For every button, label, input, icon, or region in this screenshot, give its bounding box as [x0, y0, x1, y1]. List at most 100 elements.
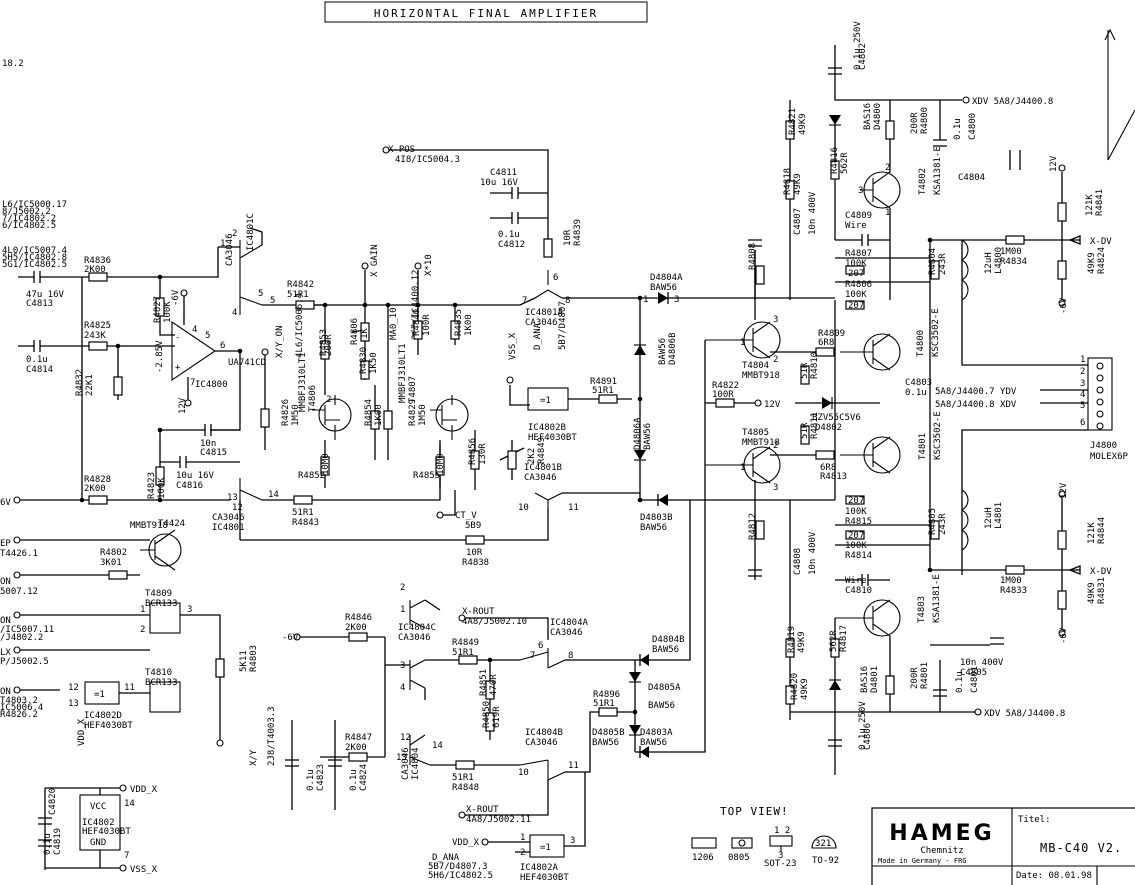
svg-text:MMBFJ310LT1: MMBFJ310LT1 — [398, 343, 408, 403]
svg-text:T4803.2: T4803.2 — [0, 696, 38, 706]
svg-text:100K: 100K — [845, 259, 867, 269]
svg-text:C4801: C4801 — [970, 666, 980, 693]
svg-text:14: 14 — [268, 490, 279, 500]
svg-text:C4823: C4823 — [316, 764, 326, 791]
svg-text:L6/IC5000.17: L6/IC5000.17 — [2, 200, 67, 210]
svg-text:R4819: R4819 — [787, 626, 797, 653]
svg-text:CA3046: CA3046 — [525, 738, 558, 748]
svg-text:22K1: 22K1 — [85, 374, 95, 396]
svg-text:CT_V: CT_V — [455, 511, 477, 521]
svg-text:1K: 1K — [360, 328, 370, 339]
svg-text:R4811: R4811 — [810, 412, 820, 439]
svg-text:R4804: R4804 — [928, 248, 938, 275]
svg-text:3C7/IC4400.12: 3C7/IC4400.12 — [411, 270, 421, 340]
svg-text:MA0_10: MA0_10 — [389, 307, 399, 340]
svg-text:C4824: C4824 — [359, 764, 369, 791]
svg-text:3: 3 — [187, 605, 192, 615]
svg-text:R4839: R4839 — [573, 219, 583, 246]
svg-text:D4806B: D4806B — [668, 332, 678, 365]
svg-text:BCR133: BCR133 — [145, 599, 178, 609]
svg-text:C4813: C4813 — [26, 299, 53, 309]
svg-text:CA3046: CA3046 — [401, 747, 411, 780]
svg-text:Wire: Wire — [845, 221, 867, 231]
svg-text:R4826: R4826 — [281, 399, 291, 426]
svg-text:C4815: C4815 — [200, 448, 227, 458]
svg-text:BAW56: BAW56 — [652, 645, 679, 655]
svg-text:CA3046: CA3046 — [550, 628, 583, 638]
svg-text:IC4802A: IC4802A — [520, 863, 559, 873]
svg-text:10M0: 10M0 — [321, 453, 331, 475]
svg-text:12V: 12V — [1049, 155, 1059, 172]
svg-text:IC4801: IC4801 — [212, 523, 245, 533]
svg-text:TO-92: TO-92 — [812, 856, 839, 866]
svg-text:R4850: R4850 — [482, 701, 492, 728]
svg-text:2K2: 2K2 — [527, 448, 537, 464]
svg-text:5G1/IC4802.5: 5G1/IC4802.5 — [2, 260, 67, 270]
svg-text:49K9: 49K9 — [1087, 582, 1097, 604]
svg-text:7: 7 — [124, 851, 129, 861]
svg-text:R4826.2: R4826.2 — [0, 710, 38, 720]
svg-text:IC4800: IC4800 — [195, 380, 228, 390]
svg-text:130R: 130R — [478, 443, 488, 465]
svg-text:R4814: R4814 — [845, 551, 872, 561]
svg-text:HEF4030BT: HEF4030BT — [520, 873, 569, 883]
svg-text:R4836: R4836 — [84, 256, 111, 266]
svg-text:7: 7 — [522, 296, 527, 306]
svg-text:12V: 12V — [178, 397, 188, 414]
svg-text:R4810: R4810 — [810, 352, 820, 379]
svg-text:10n 400V: 10n 400V — [808, 191, 818, 235]
svg-text:Titel:: Titel: — [1018, 815, 1051, 825]
svg-text:2: 2 — [520, 848, 525, 858]
gain-stage: R4842 51R1 R4853 200R X GAIN R4806 1K R4… — [240, 244, 549, 568]
svg-text:Wire: Wire — [845, 576, 867, 586]
svg-text:R4844: R4844 — [1097, 517, 1107, 544]
svg-text:C4820: C4820 — [48, 788, 58, 815]
svg-text:1M00: 1M00 — [1000, 247, 1022, 257]
svg-text:3: 3 — [674, 295, 679, 305]
svg-text:T4806: T4806 — [308, 385, 318, 412]
svg-text:10: 10 — [518, 503, 529, 513]
svg-text:+: + — [175, 363, 181, 373]
svg-text:XDV 5A8/J4400.8: XDV 5A8/J4400.8 — [984, 709, 1065, 719]
svg-text:LX: LX — [0, 648, 11, 658]
svg-text:IC4802B: IC4802B — [528, 423, 566, 433]
svg-text:18.2: 18.2 — [2, 59, 24, 69]
svg-text:D4802: D4802 — [815, 423, 842, 433]
svg-text:R4854: R4854 — [364, 399, 374, 426]
svg-text:12uH: 12uH — [984, 507, 994, 529]
svg-text:R4815: R4815 — [845, 517, 872, 527]
svg-text:D4803A: D4803A — [640, 728, 673, 738]
svg-text:51R1: 51R1 — [592, 386, 614, 396]
svg-text:-: - — [175, 333, 180, 343]
svg-text:T4424: T4424 — [158, 519, 185, 529]
svg-text:2: 2 — [326, 395, 331, 405]
svg-text:243R: 243R — [938, 513, 948, 535]
svg-text:R4832: R4832 — [75, 369, 85, 396]
svg-text:=1: =1 — [540, 843, 551, 853]
svg-text:49K9: 49K9 — [1087, 252, 1097, 274]
svg-text:4: 4 — [192, 325, 197, 335]
svg-text:3: 3 — [400, 661, 405, 671]
svg-text:3: 3 — [1080, 379, 1085, 389]
svg-text:207: 207 — [848, 301, 864, 311]
svg-text:-2.85V: -2.85V — [155, 340, 165, 373]
svg-text:6: 6 — [553, 273, 558, 283]
svg-text:10u 16V: 10u 16V — [480, 178, 519, 188]
svg-text:5007.12: 5007.12 — [0, 587, 38, 597]
svg-text:2: 2 — [885, 163, 890, 173]
svg-text:R4852: R4852 — [298, 471, 325, 481]
svg-text:R4820: R4820 — [790, 673, 800, 700]
svg-text:4L6/IC5006.4: 4L6/IC5006.4 — [295, 293, 305, 358]
svg-text:R4813: R4813 — [820, 472, 847, 482]
svg-text:T4800: T4800 — [916, 330, 926, 357]
svg-text:243K: 243K — [84, 331, 106, 341]
svg-text:5B7/D4807: 5B7/D4807 — [558, 301, 568, 350]
svg-text:X-POS: X-POS — [388, 145, 415, 155]
svg-text:KSC3502-E: KSC3502-E — [931, 308, 941, 357]
svg-text:12V: 12V — [764, 400, 781, 410]
svg-text:R4812: R4812 — [748, 513, 758, 540]
svg-text:C4807: C4807 — [793, 208, 803, 235]
svg-text:MMBT918: MMBT918 — [130, 521, 168, 531]
svg-text:R4847: R4847 — [345, 733, 372, 743]
svg-text:49K9: 49K9 — [793, 173, 803, 195]
